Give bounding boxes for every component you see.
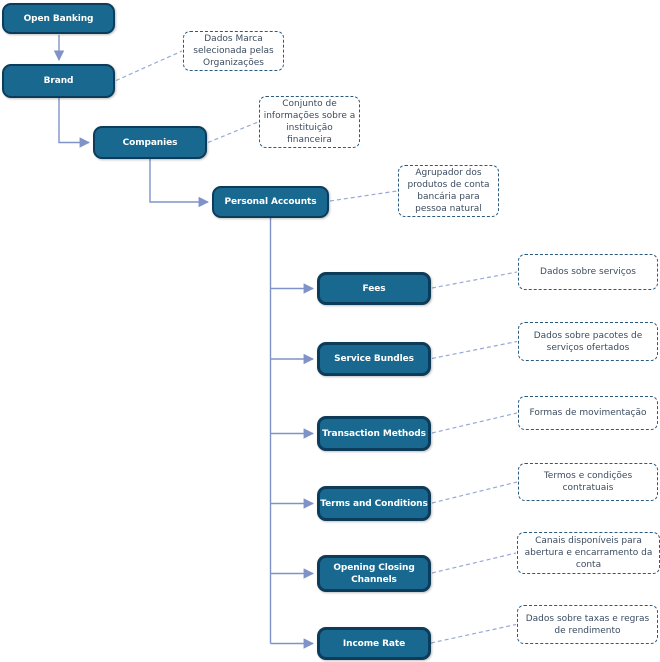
note-service-bundles: Dados sobre pacotes de serviços ofertado… [518,322,658,361]
node-terms-and-conditions: Terms and Conditions [317,486,431,521]
note-brand-text: Dados Marca selecionada pelas Organizaçõ… [193,34,274,68]
node-terms-and-conditions-label: Terms and Conditions [320,498,428,509]
node-income-rate-label: Income Rate [342,638,406,649]
edge-note-openingclosing [431,552,517,574]
note-opening-closing-channels-text: Canais disponíveis para abertura e encar… [524,536,653,570]
edge-note-transactionmethods [431,412,518,434]
note-income-rate-text: Dados sobre taxas e regras de rendimento [525,613,650,636]
node-fees: Fees [317,272,431,305]
edge-note-incomerate [430,623,517,644]
node-personal-accounts: Personal Accounts [212,186,329,218]
node-companies: Companies [93,126,207,159]
node-brand-label: Brand [43,76,74,86]
edge-note-fees [431,271,518,289]
edge-note-personalaccounts [329,190,398,202]
node-income-rate: Income Rate [317,627,431,660]
node-opening-closing-channels-label: Opening Closing Channels [333,562,415,585]
note-income-rate: Dados sobre taxas e regras de rendimento [517,605,658,644]
edge-brand-companies [58,98,91,148]
note-terms-and-conditions: Termos e condições contratuais [518,463,658,501]
note-fees-text: Dados sobre serviços [540,267,636,277]
note-transaction-methods-text: Formas de movimentação [529,408,647,418]
edge-note-brand [115,50,183,82]
edge-note-companies [207,121,259,144]
node-open-banking-label: Open Banking [23,13,94,24]
note-brand: Dados Marca selecionada pelas Organizaçõ… [183,31,284,71]
node-opening-closing-channels: Opening Closing Channels [317,555,431,592]
edge-note-termsandconditions [431,481,518,504]
node-brand: Brand [2,64,115,98]
note-service-bundles-text: Dados sobre pacotes de serviços ofertado… [533,330,643,353]
node-open-banking: Open Banking [2,3,115,34]
edge-companies-personalaccounts [149,159,210,208]
node-service-bundles: Service Bundles [317,342,431,376]
note-companies-text: Conjunto de informações sobre a institui… [263,99,356,145]
note-companies: Conjunto de informações sobre a institui… [259,96,360,148]
note-fees: Dados sobre serviços [518,254,658,290]
note-terms-and-conditions-text: Termos e condições contratuais [543,471,633,493]
node-personal-accounts-label: Personal Accounts [224,197,317,207]
note-transaction-methods: Formas de movimentação [518,396,658,430]
node-transaction-methods: Transaction Methods [317,416,431,451]
node-fees-label: Fees [362,283,386,294]
edge-note-servicebundles [431,340,518,360]
note-personal-accounts: Agrupador dos produtos de conta bancária… [398,165,499,217]
node-service-bundles-label: Service Bundles [334,354,414,364]
node-companies-label: Companies [122,137,178,148]
note-personal-accounts-text: Agrupador dos produtos de conta bancária… [407,168,490,214]
node-transaction-methods-label: Transaction Methods [322,428,426,439]
note-opening-closing-channels: Canais disponíveis para abertura e encar… [517,532,660,574]
